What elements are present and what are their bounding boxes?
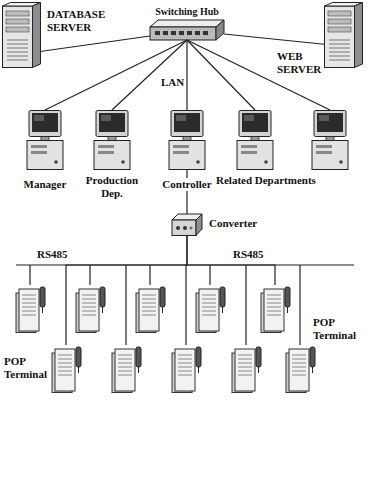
bus-drop [209,265,210,285]
hub-node: Switching Hub [150,20,224,40]
bus-drop [299,265,300,345]
label-holder: DATABASE SERVER [46,8,120,34]
device-label: POP Terminal [312,316,362,342]
computer-node: Manager [25,110,65,170]
label-holder: POP Terminal [3,355,49,381]
network-link [186,170,187,214]
server-node: WEB SERVER [324,2,364,68]
label-holder: Controller [152,174,222,192]
bus-drop [89,265,90,285]
label-holder: RS485 [36,248,69,261]
device-label: Production Dep. [82,174,142,200]
computer-node: Production Dep. [92,110,132,170]
network-link [40,36,150,52]
pop-terminal-icon [136,287,165,333]
pop-terminal-icon [52,347,81,393]
pop-terminal-icon [112,347,141,393]
computer-icon [27,111,63,170]
server-node: DATABASE SERVER [2,2,40,68]
lan-wire [187,40,330,110]
pop-terminal-icon [196,287,225,333]
network-link [45,40,187,110]
pop-terminal-icon [76,287,105,333]
bus-drop [185,265,186,345]
label-holder: Production Dep. [82,174,142,201]
converter-node: Converter [172,214,202,236]
device-label: Manager [23,178,68,191]
computer-node: Controller [167,110,207,170]
network-link [187,236,275,285]
label-holder: Switching Hub [137,1,237,19]
network-link [66,236,187,345]
device-label: POP Terminal [3,355,49,381]
device-label: Switching Hub [154,5,220,18]
network-label: RS485 [36,248,69,261]
bus-drop [245,265,246,345]
device-label: Controller [161,178,212,191]
label-holder: Converter [208,217,258,230]
bus-drop [149,265,150,285]
terminal-node: POP Terminal [50,345,82,393]
network-link [187,40,255,110]
label-holder: WEB SERVER [276,50,324,76]
device-label: Converter [208,217,258,230]
computer-icon [237,111,273,170]
switching-hub-icon [150,20,224,40]
network-link [112,40,187,110]
pop-terminal-icon [172,347,201,393]
network-label: RS485 [232,248,265,261]
bus-drop [29,265,30,285]
label-holder: RS485 [232,248,265,261]
device-label: Related Departments [215,174,317,187]
network-link [224,34,324,44]
label-holder: Related Departments [215,174,317,187]
label-holder: POP Terminal [312,316,362,342]
network-label: LAN [160,76,185,89]
pop-terminal-icon [232,347,261,393]
device-label: DATABASE SERVER [46,8,120,34]
database-server-icon [3,3,41,68]
computer-icon [169,111,205,170]
network-link [186,40,187,110]
pop-terminal-icon [16,287,45,333]
computer-icon [94,111,130,170]
computer-icon [312,111,348,170]
device-label: WEB SERVER [276,50,324,76]
label-holder: LAN [160,76,185,89]
label-holder: Manager [5,174,85,192]
bus-drop [125,265,126,345]
terminal-node: POP Terminal [259,285,291,333]
web-server-icon [325,3,363,68]
pop-terminal-icon [286,347,315,393]
converter-icon [172,214,202,236]
pop-terminal-icon [261,287,290,333]
computer-node: Related Departments [235,110,275,170]
